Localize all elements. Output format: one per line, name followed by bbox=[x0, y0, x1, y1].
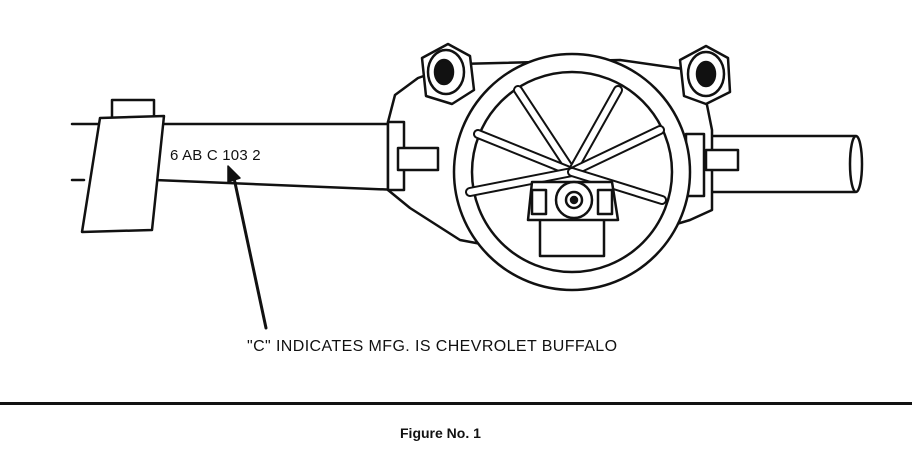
divider-line bbox=[0, 402, 912, 405]
differential-cover bbox=[452, 52, 692, 292]
figure-label: Figure No. 1 bbox=[400, 425, 481, 441]
axle-code-stamp: 6 AB C 103 2 bbox=[170, 147, 261, 164]
right-axle-tube bbox=[700, 134, 864, 194]
left-shock-mount bbox=[420, 42, 476, 106]
right-shock-mount bbox=[678, 44, 732, 106]
pinion-flange bbox=[526, 180, 620, 258]
spring-pad bbox=[80, 98, 166, 234]
left-axle-tube bbox=[70, 122, 400, 192]
manufacturer-caption: "C" INDICATES MFG. IS CHEVROLET BUFFALO bbox=[247, 338, 618, 355]
leader-arrow bbox=[227, 165, 268, 330]
